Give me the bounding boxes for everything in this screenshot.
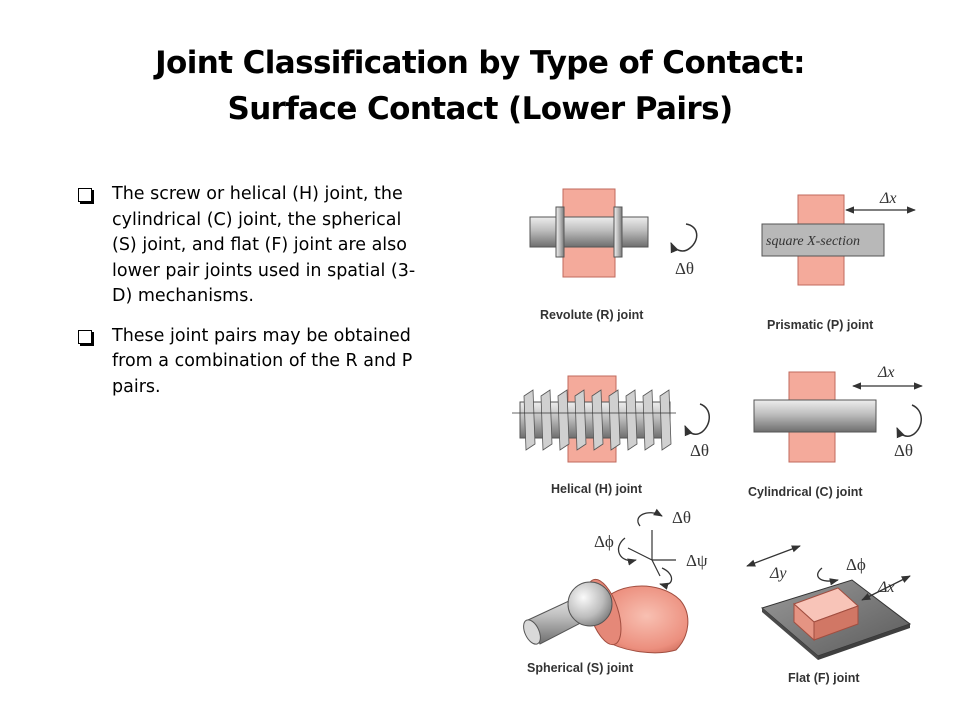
- cylindrical-delta-x: Δx: [877, 364, 895, 381]
- helical-caption: Helical (H) joint: [551, 482, 643, 496]
- bullet-item: The screw or helical (H) joint, the cyli…: [78, 182, 428, 310]
- revolute-delta-theta: Δθ: [675, 259, 694, 278]
- bullet-list: The screw or helical (H) joint, the cyli…: [78, 182, 428, 414]
- spherical-joint-figure: Δθ Δϕ Δψ Spherical (S) joint: [523, 508, 708, 675]
- flat-label-x: Δx: [877, 579, 895, 596]
- revolute-caption: Revolute (R) joint: [540, 308, 644, 322]
- title-line-1: Joint Classification by Type of Contact:: [155, 45, 805, 81]
- spherical-caption: Spherical (S) joint: [527, 661, 634, 675]
- spherical-label-phi: Δϕ: [594, 532, 614, 551]
- thread-crest: [574, 389, 587, 451]
- bullet-item: These joint pairs may be obtained from a…: [78, 324, 428, 401]
- cylindrical-delta-theta: Δθ: [894, 441, 913, 460]
- thread-crest: [591, 389, 604, 451]
- flat-label-y: Δy: [769, 565, 787, 582]
- thread-crest: [523, 389, 536, 451]
- thread-crest: [625, 389, 638, 451]
- slide-title: Joint Classification by Type of Contact:…: [0, 40, 960, 132]
- helical-delta-theta: Δθ: [690, 441, 709, 460]
- checkbox-bullet-icon: [78, 329, 92, 344]
- spherical-label-theta: Δθ: [672, 508, 691, 527]
- bullet-text: The screw or helical (H) joint, the cyli…: [112, 184, 416, 306]
- thread-crest: [659, 389, 672, 451]
- flat-caption: Flat (F) joint: [788, 671, 860, 685]
- checkbox-bullet-icon: [78, 188, 92, 202]
- bullet-text: These joint pairs may be obtained from a…: [112, 325, 413, 397]
- thread-crest: [557, 389, 570, 451]
- screw-threads: [512, 389, 676, 451]
- prismatic-delta-x: Δx: [879, 190, 897, 207]
- prismatic-joint-figure: square X-section Δx Prismatic (P) joint: [761, 190, 916, 332]
- flat-label-phi: Δϕ: [846, 555, 866, 574]
- cylindrical-caption: Cylindrical (C) joint: [748, 485, 863, 499]
- thread-crest: [540, 389, 553, 451]
- thread-crest: [608, 389, 621, 451]
- helical-joint-figure: Δθ Helical (H) joint: [512, 375, 710, 496]
- title-line-2: Surface Contact (Lower Pairs): [227, 91, 733, 127]
- spherical-label-psi: Δψ: [686, 551, 708, 570]
- cylindrical-joint-figure: Δx Δθ Cylindrical (C) joint: [748, 364, 923, 499]
- prismatic-caption: Prismatic (P) joint: [767, 318, 874, 332]
- prismatic-section-label: square X-section: [766, 234, 860, 249]
- thread-crest: [642, 389, 655, 451]
- flat-joint-figure: Δy Δϕ Δx Flat (F) joint: [746, 545, 912, 685]
- revolute-joint-figure: Δθ Revolute (R) joint: [529, 188, 698, 322]
